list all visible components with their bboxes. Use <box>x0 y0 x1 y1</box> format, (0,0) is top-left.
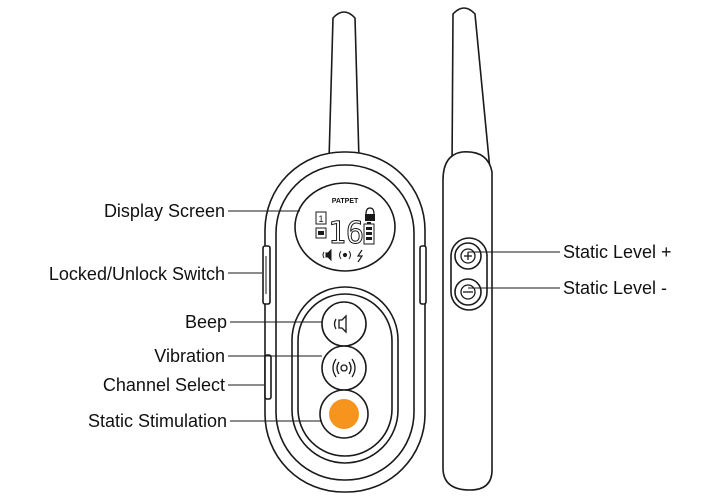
static-stimulation-button[interactable] <box>329 399 359 429</box>
label-channel-select: Channel Select <box>103 375 225 395</box>
channel-indicator-box <box>315 211 327 225</box>
display-screen <box>294 182 396 272</box>
beep-icon <box>333 314 347 334</box>
beep-button[interactable] <box>321 301 367 347</box>
side-body <box>442 151 493 491</box>
channel-indicator: 1 <box>318 214 323 224</box>
minus-icon <box>460 284 476 300</box>
lcd-contents: PATPET 1 16 <box>315 198 375 263</box>
label-static-level-plus: Static Level + <box>563 242 672 262</box>
leader-lines <box>228 210 560 422</box>
vibration-button[interactable] <box>321 345 367 391</box>
front-view <box>262 11 427 493</box>
front-side-notch <box>419 245 427 305</box>
battery-icon <box>363 222 375 245</box>
label-static-stimulation: Static Stimulation <box>88 411 227 431</box>
plus-icon <box>460 248 476 264</box>
level-digits: 16 <box>328 216 364 251</box>
label-beep: Beep <box>185 312 227 332</box>
label-lock-switch: Locked/Unlock Switch <box>49 264 225 284</box>
label-display-screen: Display Screen <box>104 201 225 221</box>
button-panel-inner <box>297 293 393 457</box>
lcd-mode-icons <box>322 248 364 263</box>
channel-select-switch[interactable] <box>264 354 272 400</box>
lock-icon <box>365 207 375 221</box>
side-antenna <box>451 7 491 171</box>
front-antenna <box>328 11 360 165</box>
side-view <box>442 7 493 491</box>
vibration-icon <box>332 358 356 378</box>
brand-logo: PATPET <box>332 198 359 205</box>
button-panel <box>291 286 399 464</box>
label-static-level-minus: Static Level - <box>563 278 667 298</box>
mode-indicator <box>315 227 327 239</box>
label-vibration: Vibration <box>154 346 225 366</box>
